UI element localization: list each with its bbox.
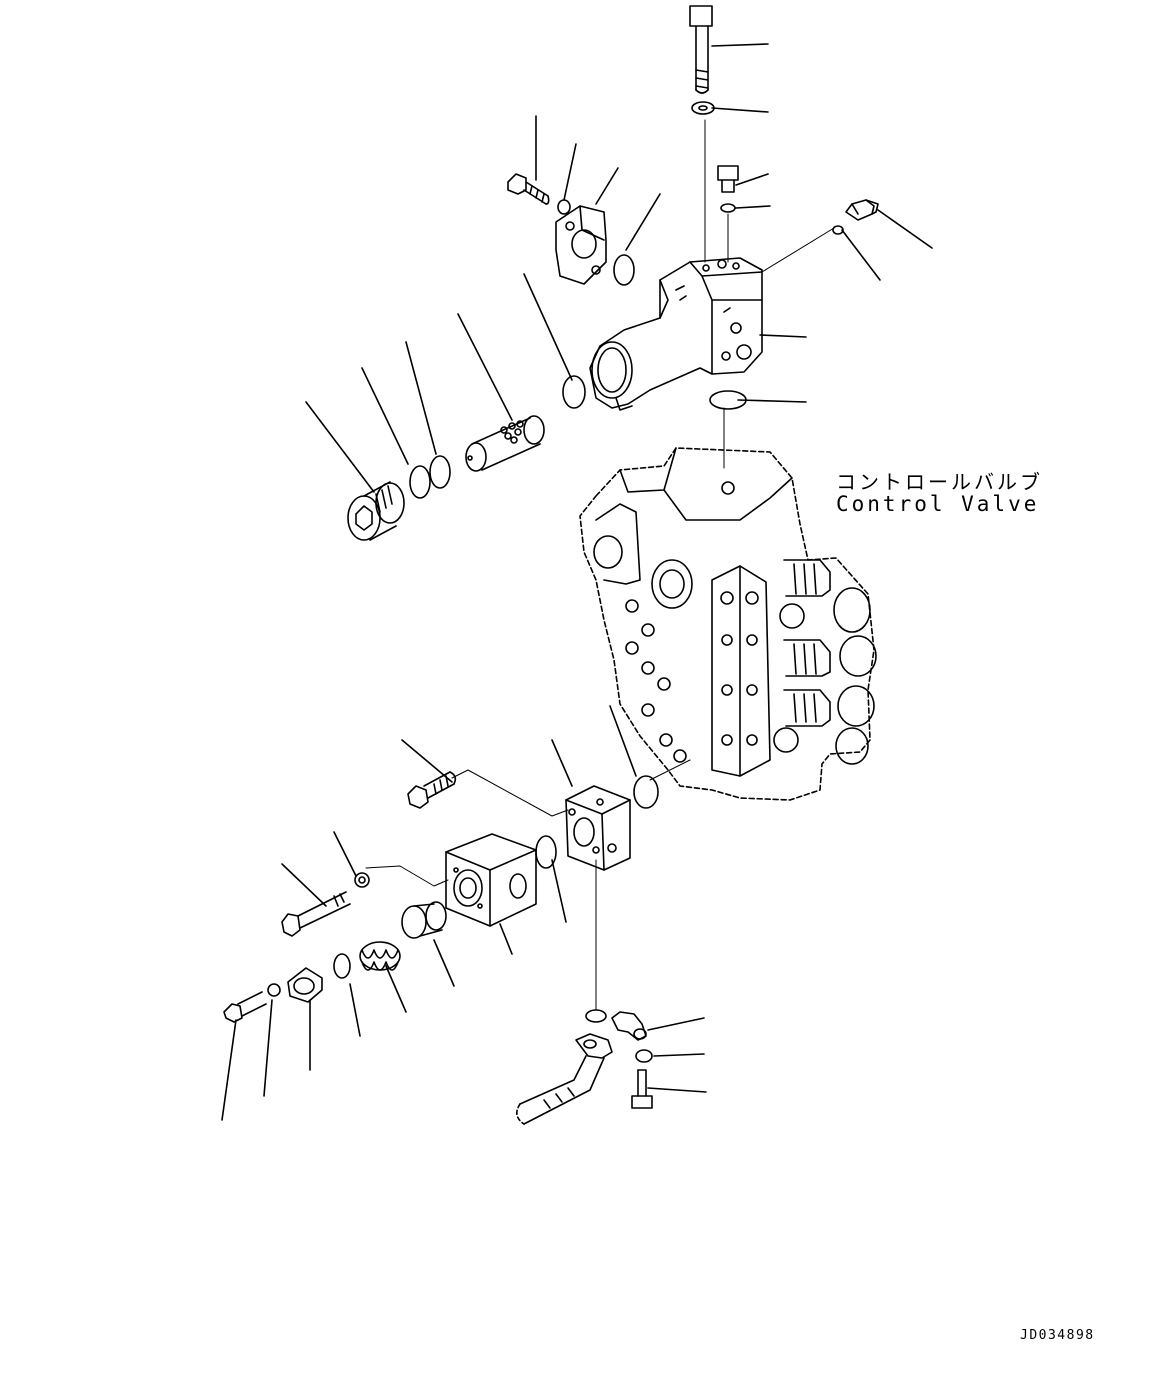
washer-icon bbox=[267, 983, 281, 997]
leader-lines bbox=[305, 43, 933, 493]
o-ring-valve-icon bbox=[709, 390, 747, 410]
filter-element-icon bbox=[465, 415, 545, 472]
washer-icon bbox=[557, 199, 571, 215]
cover-bolt-icon bbox=[223, 991, 267, 1023]
plug-icon bbox=[347, 481, 405, 541]
o-ring-small-icon bbox=[720, 203, 736, 213]
plug-bolt-icon bbox=[717, 165, 739, 193]
split-flange-icon bbox=[555, 205, 607, 285]
hose-icon bbox=[516, 1033, 613, 1125]
washer-icon bbox=[354, 872, 370, 888]
snap-ring-icon bbox=[429, 455, 451, 489]
long-bolt-icon bbox=[689, 5, 713, 94]
o-ring-icon bbox=[585, 1009, 607, 1023]
o-ring-icon bbox=[333, 953, 351, 979]
o-ring-icon bbox=[633, 775, 659, 809]
washer-icon bbox=[635, 1049, 653, 1063]
spring-icon bbox=[359, 941, 401, 971]
elbow-fitting-icon bbox=[611, 1011, 647, 1041]
washer-icon bbox=[691, 101, 715, 115]
backup-ring-icon bbox=[409, 465, 431, 499]
o-ring-icon bbox=[613, 254, 635, 286]
leader-lines-lower bbox=[221, 705, 707, 1121]
sleeve-icon bbox=[401, 901, 447, 939]
side-bolts bbox=[625, 599, 687, 763]
o-ring-large-icon bbox=[562, 375, 586, 409]
flange-bolt-icon bbox=[507, 173, 550, 205]
spool-caps bbox=[773, 559, 877, 765]
control-valve-label-en: Control Valve bbox=[836, 492, 1040, 516]
sensor-icon bbox=[845, 199, 879, 221]
control-valve-icon bbox=[579, 447, 877, 801]
o-ring-icon bbox=[535, 835, 557, 869]
drawing-id: JD034898 bbox=[1020, 1328, 1095, 1343]
cover-icon bbox=[287, 967, 323, 1003]
elbow-housing-icon bbox=[589, 257, 763, 411]
fitting-bolt-icon bbox=[631, 1069, 653, 1109]
o-ring-tiny-icon bbox=[832, 225, 844, 235]
mounting-bolt-icon bbox=[407, 771, 457, 809]
control-valve-label-jp: コントロールバルブ bbox=[836, 470, 1043, 494]
valve-block-icon bbox=[445, 833, 537, 927]
adapter-block-icon bbox=[565, 785, 631, 871]
long-bolt-icon bbox=[281, 891, 351, 937]
